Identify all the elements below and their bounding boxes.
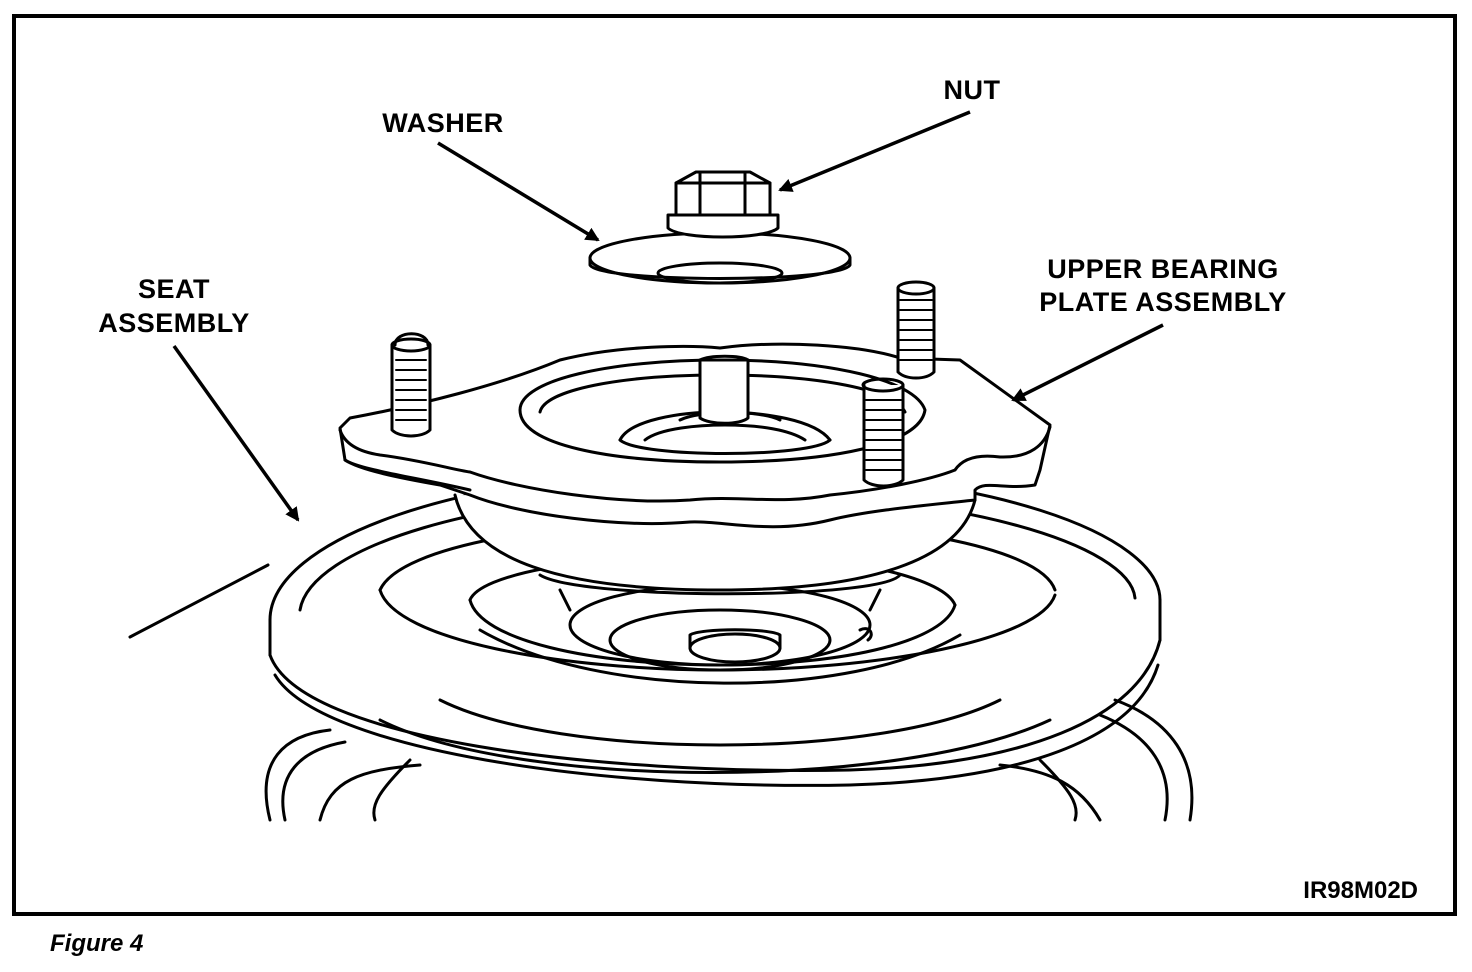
stud-right-rear <box>896 280 936 380</box>
label-seat-line2: ASSEMBLY <box>98 308 250 338</box>
drawing-code: IR98M02D <box>1303 877 1418 904</box>
upper-bearing-plate-assembly <box>338 280 1052 612</box>
seat-edge-line <box>128 563 270 639</box>
arrow-nut <box>778 110 971 192</box>
leader-arrows <box>172 110 1164 522</box>
label-washer: WASHER <box>382 108 504 138</box>
coil-spring <box>264 698 1194 822</box>
stud-right-front <box>861 377 905 488</box>
label-upper-line2: PLATE ASSEMBLY <box>1039 287 1287 317</box>
figure-frame <box>12 14 1457 916</box>
washer <box>588 231 852 285</box>
label-nut: NUT <box>944 75 1001 105</box>
label-upper-line1: UPPER BEARING <box>1047 254 1279 284</box>
arrow-upper-plate <box>1011 323 1164 402</box>
label-seat-line1: SEAT <box>138 274 210 304</box>
arrow-washer <box>437 141 600 242</box>
arrow-seat <box>172 344 300 522</box>
seat-assembly <box>268 468 1162 822</box>
stud-left <box>390 332 432 438</box>
nut <box>666 170 780 239</box>
figure-caption: Figure 4 <box>50 930 144 957</box>
